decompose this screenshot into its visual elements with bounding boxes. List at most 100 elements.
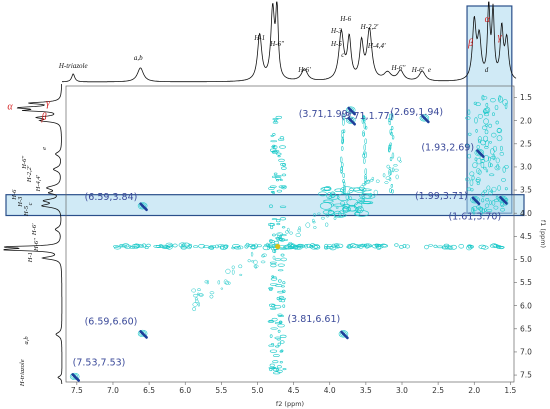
contour-mark — [253, 264, 259, 268]
top-peak-label: H-1 — [253, 34, 265, 42]
contour-mark — [492, 112, 495, 116]
contour-mark — [279, 179, 283, 181]
contour-mark — [373, 189, 379, 196]
contour-mark — [267, 320, 275, 323]
contour-mark — [496, 135, 503, 142]
contour-mark — [270, 140, 277, 143]
contour-mark — [326, 192, 333, 200]
contour-mark — [225, 268, 231, 274]
contour-mark — [342, 172, 345, 179]
contour-mark — [437, 245, 444, 249]
contour-mark — [472, 162, 478, 169]
contour-mark — [502, 166, 506, 173]
contour-mark — [335, 243, 344, 249]
contour-mark — [204, 280, 208, 284]
cross-peak-label: (3.71,1.77) — [341, 111, 394, 122]
cross-peak-marker — [421, 114, 430, 124]
contour-mark — [267, 244, 272, 248]
top-spectrum-trace — [62, 1, 517, 83]
contour-mark — [469, 179, 474, 186]
contour-mark — [335, 206, 339, 209]
contour-mark — [325, 222, 329, 227]
top-peak-label: H-triazole — [58, 62, 88, 70]
contour-mark — [238, 264, 243, 269]
contour-mark — [332, 203, 346, 207]
cross-peak-marker — [347, 116, 356, 126]
contour-mark — [340, 156, 343, 163]
contour-mark — [277, 233, 282, 239]
contour-mark — [428, 244, 433, 247]
contour-mark — [364, 181, 367, 186]
contour-mark — [362, 115, 366, 121]
contour-mark — [275, 177, 282, 180]
contour-mark — [276, 218, 281, 223]
contour-mark — [142, 243, 147, 248]
contour-mark — [193, 245, 199, 248]
y-tick-label: 6.0 — [520, 301, 532, 310]
cross-peak-marker — [347, 106, 356, 116]
contour-mark — [220, 287, 224, 290]
contour-mark — [394, 243, 399, 247]
contour-mark — [279, 360, 283, 364]
contour-mark — [282, 304, 286, 308]
contour-mark — [385, 176, 391, 180]
cross-peak-label: (2.69,1.94) — [390, 107, 443, 118]
contour-mark — [342, 203, 350, 209]
contour-mark — [487, 190, 493, 196]
y-axis-label: f1 (ppm) — [539, 220, 547, 248]
contour-mark — [278, 298, 282, 302]
contour-mark — [371, 176, 375, 181]
contour-mark — [272, 118, 279, 120]
left-greek-label: α — [7, 102, 13, 113]
contour-mark — [276, 152, 282, 156]
x-tick-label: 4.5 — [288, 386, 300, 395]
contour-mark — [500, 145, 503, 151]
contour-mark — [405, 244, 410, 249]
contour-mark — [466, 187, 472, 191]
contour-mark — [279, 248, 288, 250]
cross-peak-contour — [69, 372, 80, 381]
contour-mark — [270, 343, 275, 346]
cross-peak-contour — [137, 202, 148, 210]
contour-mark — [335, 244, 340, 249]
contour-mark — [256, 244, 262, 248]
contour-mark — [391, 189, 394, 194]
contour-mark — [322, 186, 331, 191]
left-peak-label: H-6 — [11, 189, 18, 201]
cross-peak-label: (6.59,6.60) — [85, 316, 138, 327]
x-tick-label: 3.5 — [360, 386, 372, 395]
contour-mark — [197, 288, 201, 292]
contour-mark — [202, 245, 210, 249]
left-greek-label: β — [41, 112, 47, 123]
contour-mark — [281, 173, 287, 177]
contour-mark — [231, 244, 241, 249]
y-tick-label: 2.5 — [520, 139, 532, 148]
cross-peak-marker — [139, 330, 148, 339]
contour-mark — [491, 243, 497, 247]
contour-mark — [348, 196, 352, 201]
x-tick-label: 2.0 — [468, 386, 480, 395]
contour-mark — [320, 216, 325, 220]
top-peak-label: H-2,2' — [360, 23, 379, 31]
contour-mark — [144, 246, 149, 249]
contour-mark — [365, 180, 371, 184]
contour-mark — [483, 107, 490, 114]
contour-mark — [217, 280, 221, 285]
contour-mark — [128, 246, 138, 249]
contour-mark — [290, 244, 295, 249]
contour-mark — [269, 185, 277, 188]
contour-mark — [450, 244, 457, 250]
contour-mark — [275, 284, 283, 287]
contour-mark — [389, 170, 392, 175]
contour-mark — [494, 105, 499, 110]
contour-mark — [481, 198, 485, 203]
contour-mark — [471, 206, 474, 213]
contour-mark — [391, 152, 395, 159]
cross-peak-contour — [139, 330, 146, 336]
contour-mark — [467, 244, 472, 248]
contour-mark — [271, 304, 275, 308]
x-tick-label: 7.5 — [71, 386, 83, 395]
contour-mark — [280, 253, 285, 257]
top-peak-label: H-6' — [297, 66, 311, 74]
x-tick-label: 5.5 — [215, 386, 227, 395]
